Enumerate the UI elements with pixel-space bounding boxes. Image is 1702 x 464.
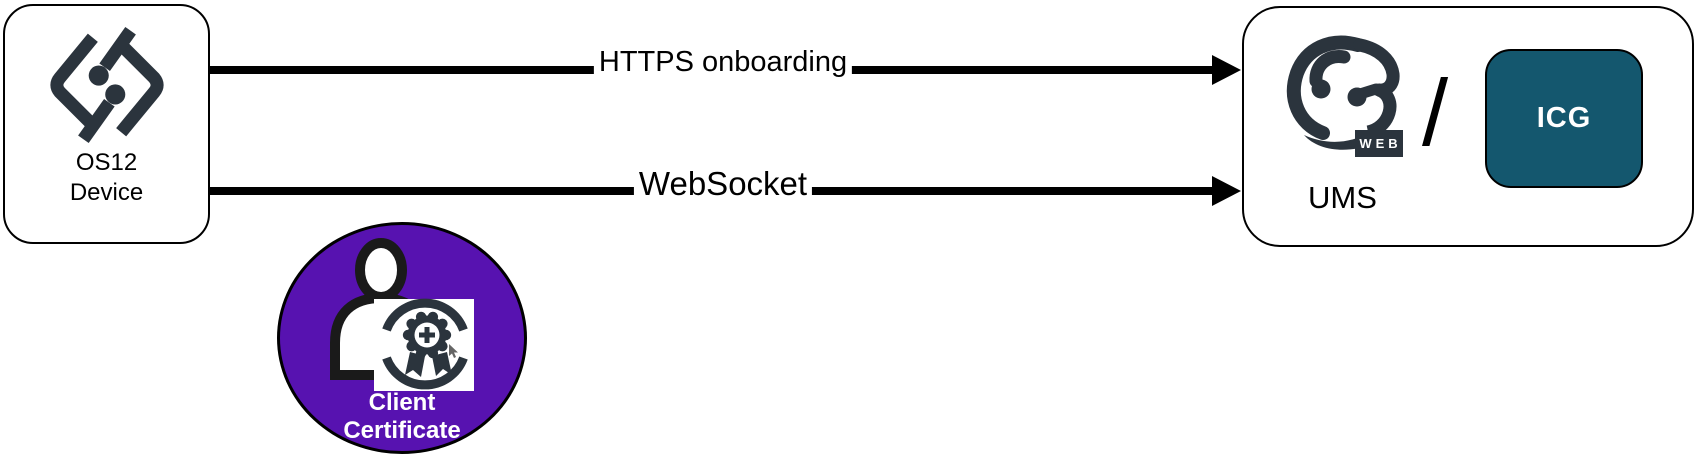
icg-label: ICG xyxy=(1536,102,1592,134)
https-onboarding-arrowhead-icon xyxy=(1212,55,1241,85)
certificate-label: Certificate xyxy=(343,417,461,444)
igel-os-logo-icon xyxy=(49,26,164,144)
web-badge-label: WEB xyxy=(1359,136,1402,151)
ums-title: UMS xyxy=(1308,180,1377,215)
device-label: Device xyxy=(69,179,144,206)
client-certificate-badge: Client Certificate xyxy=(277,222,527,454)
mouse-cursor-icon xyxy=(449,344,458,358)
igel-ums-logo-icon xyxy=(1286,35,1400,150)
slash-separator: / xyxy=(1422,60,1449,165)
client-label: Client xyxy=(368,389,436,416)
websocket-arrowhead-icon xyxy=(1212,176,1241,206)
os12-label: OS12 xyxy=(75,149,138,176)
os12-device-node: OS12 Device xyxy=(3,4,210,244)
ums-icg-node: WEB / ICG UMS xyxy=(1242,6,1694,247)
igel-ums-web-logo: WEB xyxy=(1284,32,1414,164)
websocket-label: WebSocket xyxy=(633,165,813,203)
icg-box: ICG xyxy=(1485,49,1643,188)
https-onboarding-label: HTTPS onboarding xyxy=(593,45,853,79)
medal-rosette-icon xyxy=(402,311,452,377)
person-certificate-icon xyxy=(330,238,474,391)
web-badge: WEB xyxy=(1355,130,1403,157)
